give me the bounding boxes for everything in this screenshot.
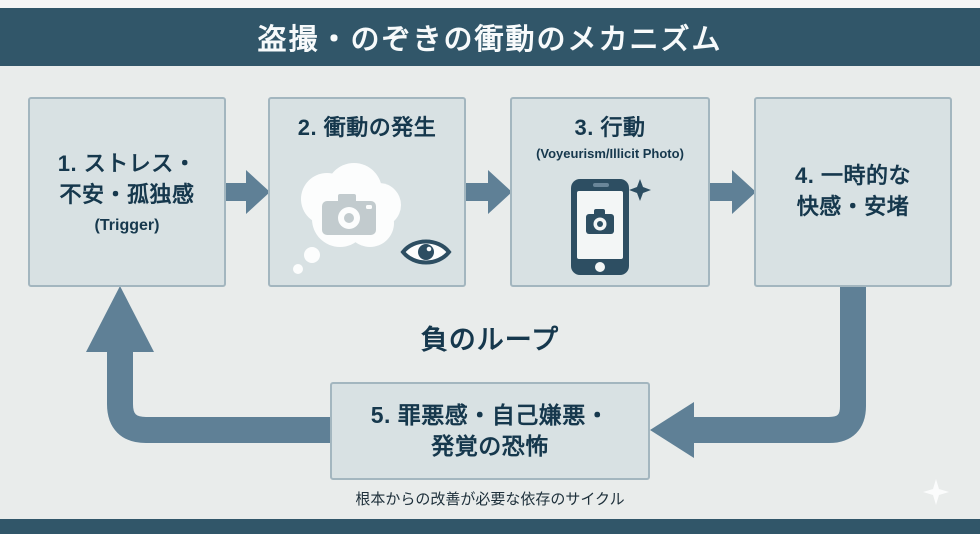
camera-on-screen-glyph bbox=[586, 209, 614, 234]
arrow-step4-to-step5 bbox=[650, 285, 866, 458]
step-1-title: 1. ストレス・ 不安・孤独感 bbox=[57, 151, 197, 207]
smartphone-camera-icon bbox=[571, 179, 651, 275]
footer-bar bbox=[0, 519, 980, 534]
arrow-step5-to-step1 bbox=[86, 286, 332, 443]
camera-flash-icon bbox=[629, 179, 651, 201]
eye-icon bbox=[400, 239, 452, 265]
arrow-step2-to-step3 bbox=[466, 170, 512, 214]
step-4-title: 4. 一時的な 快感・安堵 bbox=[795, 163, 911, 219]
step-1-subtitle: (Trigger) bbox=[94, 216, 160, 234]
cycle-caption: 根本からの改善が必要な依存のサイクル bbox=[355, 491, 625, 508]
step-3-subtitle: (Voyeurism/Illicit Photo) bbox=[536, 145, 684, 161]
arrow-step1-to-step2 bbox=[226, 170, 270, 214]
step-box-1: 1. ストレス・ 不安・孤独感 (Trigger) bbox=[28, 97, 226, 287]
thought-bubble-camera-icon bbox=[293, 163, 401, 274]
step-box-4: 4. 一時的な 快感・安堵 bbox=[754, 97, 952, 287]
negative-loop-label: 負のループ bbox=[420, 325, 560, 355]
step-3-title: 3. 行動 bbox=[574, 115, 646, 140]
header-bar: 盗撮・のぞきの衝動のメカニズム bbox=[0, 8, 980, 66]
step-5-title: 5. 罪悪感・自己嫌悪・ 発覚の恐怖 bbox=[370, 401, 610, 459]
arrow-step3-to-step4 bbox=[710, 170, 756, 214]
page-title: 盗撮・のぞきの衝動のメカニズム bbox=[257, 24, 723, 56]
step-box-5: 5. 罪悪感・自己嫌悪・ 発覚の恐怖 bbox=[330, 382, 650, 480]
step-box-2: 2. 衝動の発生 bbox=[268, 97, 466, 287]
sparkle-icon bbox=[923, 479, 949, 505]
top-strip bbox=[0, 0, 980, 8]
step-box-3: 3. 行動 (Voyeurism/Illicit Photo) bbox=[510, 97, 710, 287]
step-2-title: 2. 衝動の発生 bbox=[297, 115, 437, 140]
